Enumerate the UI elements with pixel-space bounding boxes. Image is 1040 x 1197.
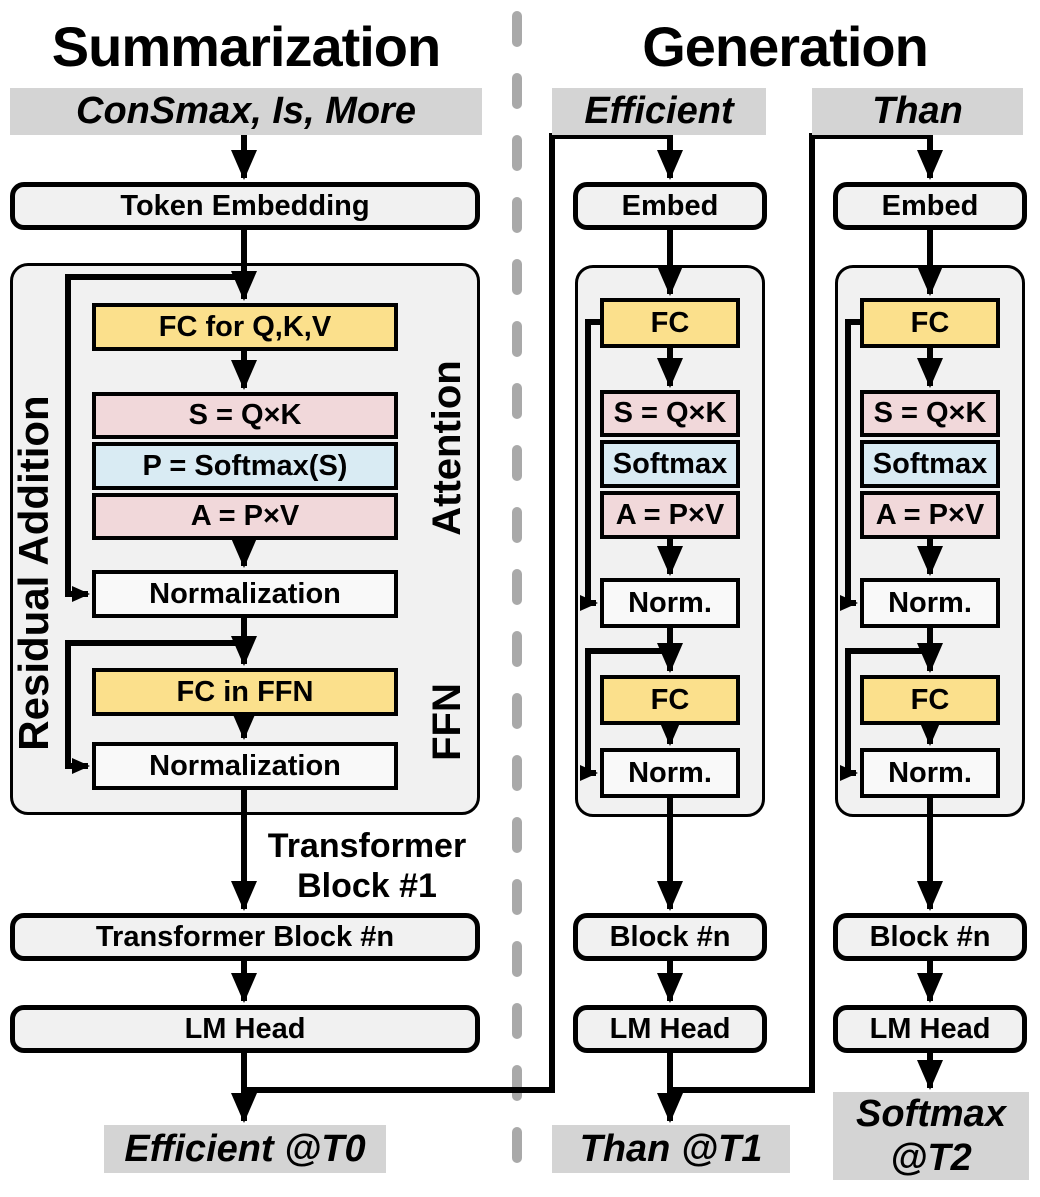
summarization-output-token: Efficient @T0 bbox=[104, 1125, 386, 1173]
gen2-output-line1: Softmax bbox=[856, 1093, 1006, 1135]
transformer-block-caption: Transformer Block #1 bbox=[252, 826, 482, 906]
transformer-block-n-node: Transformer Block #n bbox=[10, 913, 480, 961]
residual-ffn-loop bbox=[65, 640, 244, 774]
summarization-title: Summarization bbox=[51, 15, 441, 78]
gen2-fc2-box: FC bbox=[860, 675, 1000, 725]
gen2-output-line2: @T2 bbox=[890, 1137, 972, 1179]
gen1-input-token: Efficient bbox=[552, 88, 766, 135]
gen2-s-qk-box: S = Q×K bbox=[860, 390, 1000, 437]
gen2-softmax-box: Softmax bbox=[860, 440, 1000, 488]
gen1-fc-box: FC bbox=[600, 298, 740, 348]
p-softmax-box: P = Softmax(S) bbox=[92, 442, 398, 490]
gen1-norm1-box: Norm. bbox=[600, 578, 740, 628]
gen2-residual-ffn-loop bbox=[840, 648, 930, 781]
attention-label: Attention bbox=[424, 360, 469, 536]
gen1-a-pv-box: A = P×V bbox=[600, 491, 740, 539]
summarization-lm-head-node: LM Head bbox=[10, 1005, 480, 1053]
ffn-fc-box: FC in FFN bbox=[92, 668, 398, 716]
token-embedding-node: Token Embedding bbox=[10, 182, 480, 230]
summarization-input-token: ConSmax, Is, More bbox=[10, 88, 482, 135]
ffn-label: FFN bbox=[424, 683, 469, 761]
gen2-output-token: Softmax @T2 bbox=[833, 1092, 1029, 1180]
gen1-lm-head-node: LM Head bbox=[573, 1005, 767, 1053]
gen2-lm-head-node: LM Head bbox=[833, 1005, 1027, 1053]
residual-addition-label: Residual Addition bbox=[10, 395, 57, 751]
gen2-norm2-box: Norm. bbox=[860, 748, 1000, 798]
feedback-t0-to-gen1 bbox=[244, 133, 683, 1093]
gen1-residual-ffn-loop bbox=[580, 648, 670, 781]
feedback-t1-to-gen2 bbox=[670, 133, 943, 1093]
gen1-block-n-node: Block #n bbox=[573, 913, 767, 961]
gen1-norm2-box: Norm. bbox=[600, 748, 740, 798]
gen1-s-qk-box: S = Q×K bbox=[600, 390, 740, 437]
gen1-residual-attention-loop bbox=[580, 319, 600, 611]
gen2-norm1-box: Norm. bbox=[860, 578, 1000, 628]
attention-norm-box: Normalization bbox=[92, 570, 398, 618]
gen2-embed-node: Embed bbox=[833, 182, 1027, 230]
transformer-block-caption-line2: Block #1 bbox=[297, 867, 437, 905]
s-qk-box: S = Q×K bbox=[92, 392, 398, 439]
ffn-norm-box: Normalization bbox=[92, 742, 398, 790]
gen1-output-token: Than @T1 bbox=[552, 1125, 790, 1173]
fc-qkv-box: FC for Q,K,V bbox=[92, 303, 398, 351]
gen2-fc-box: FC bbox=[860, 298, 1000, 348]
gen2-residual-attention-loop bbox=[840, 319, 860, 611]
gen1-softmax-box: Softmax bbox=[600, 440, 740, 488]
gen2-input-token: Than bbox=[812, 88, 1023, 135]
generation-title: Generation bbox=[642, 15, 929, 78]
gen2-block-n-node: Block #n bbox=[833, 913, 1027, 961]
residual-attention-loop bbox=[65, 274, 244, 602]
gen1-embed-node: Embed bbox=[573, 182, 767, 230]
gen1-output-line: Than @T1 bbox=[579, 1127, 763, 1170]
transformer-block-caption-line1: Transformer bbox=[267, 827, 467, 865]
gen1-fc2-box: FC bbox=[600, 675, 740, 725]
a-pv-box: A = P×V bbox=[92, 493, 398, 540]
gen2-a-pv-box: A = P×V bbox=[860, 491, 1000, 539]
